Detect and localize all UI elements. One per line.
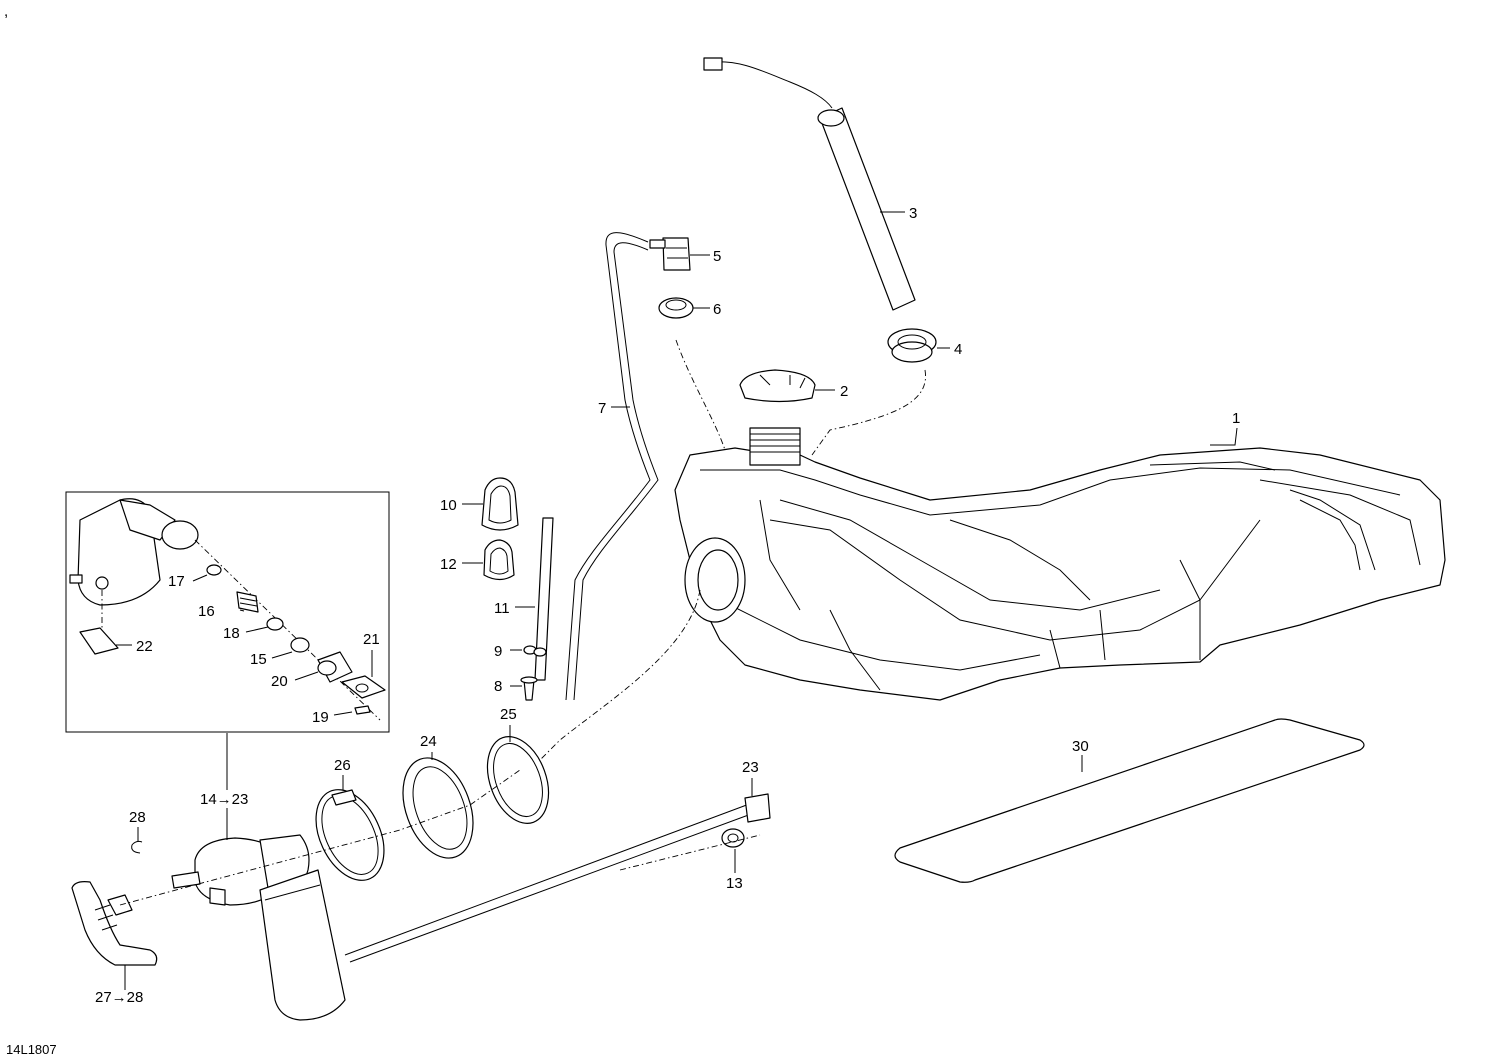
callout-11: 11	[494, 600, 510, 617]
callout-5: 5	[713, 248, 721, 265]
clip-28	[131, 840, 143, 854]
callout-16: 16	[198, 603, 215, 620]
callout-19: 19	[312, 709, 329, 726]
washer-13	[721, 828, 745, 848]
callout-27-28: 27→28	[95, 989, 143, 1006]
callout-26: 26	[334, 757, 351, 774]
pin-8	[520, 676, 538, 701]
callout-23: 23	[742, 759, 759, 776]
hose-11	[534, 517, 554, 681]
vent-hose	[565, 232, 659, 701]
callout-15: 15	[250, 651, 267, 668]
callout-8: 8	[494, 678, 502, 695]
pump-detail-inset	[65, 491, 390, 733]
valve-nut	[658, 297, 694, 319]
figure-code: 14L1807	[6, 1042, 57, 1057]
callout-18: 18	[223, 625, 240, 642]
callout-2: 2	[840, 383, 848, 400]
gasket-12	[483, 539, 515, 581]
lock-ring-24	[402, 757, 474, 859]
callout-13: 13	[726, 875, 743, 892]
callout-1: 1	[1232, 410, 1240, 427]
vent-valve	[649, 237, 691, 271]
callout-labels: 1 2 3 4 5 6 7 8 9 10 11 12 13 14→23 15 1…	[95, 205, 1240, 1006]
callout-25: 25	[500, 706, 517, 723]
fuel-hose-27	[71, 881, 158, 966]
leader-lines	[116, 211, 1238, 990]
callout-7: 7	[598, 400, 606, 417]
callout-20: 20	[271, 673, 288, 690]
callout-12: 12	[440, 556, 457, 573]
hose-clip-9	[523, 645, 547, 657]
callout-22: 22	[136, 638, 153, 655]
callout-21: 21	[363, 631, 380, 648]
callout-6: 6	[713, 301, 721, 318]
callout-28: 28	[129, 809, 146, 826]
tank-pad	[894, 718, 1365, 883]
callout-3: 3	[909, 205, 917, 222]
fuel-level-sensor	[703, 57, 916, 311]
clamp-26	[315, 789, 385, 881]
fuel-cap	[739, 369, 816, 403]
callout-4: 4	[954, 341, 962, 358]
callout-24: 24	[420, 733, 437, 750]
callout-17: 17	[168, 573, 185, 590]
callout-30: 30	[1072, 738, 1089, 755]
callout-9: 9	[494, 643, 502, 660]
callout-14-23: 14→23	[200, 791, 248, 808]
seal-25	[486, 736, 550, 824]
gasket-10	[481, 477, 519, 531]
grommet	[887, 328, 937, 363]
fuel-tank	[674, 427, 1446, 701]
callout-10: 10	[440, 497, 457, 514]
fuel-pump-assembly	[171, 793, 771, 1021]
corner-mark: ,	[4, 3, 8, 20]
assembly-lines	[119, 339, 926, 906]
